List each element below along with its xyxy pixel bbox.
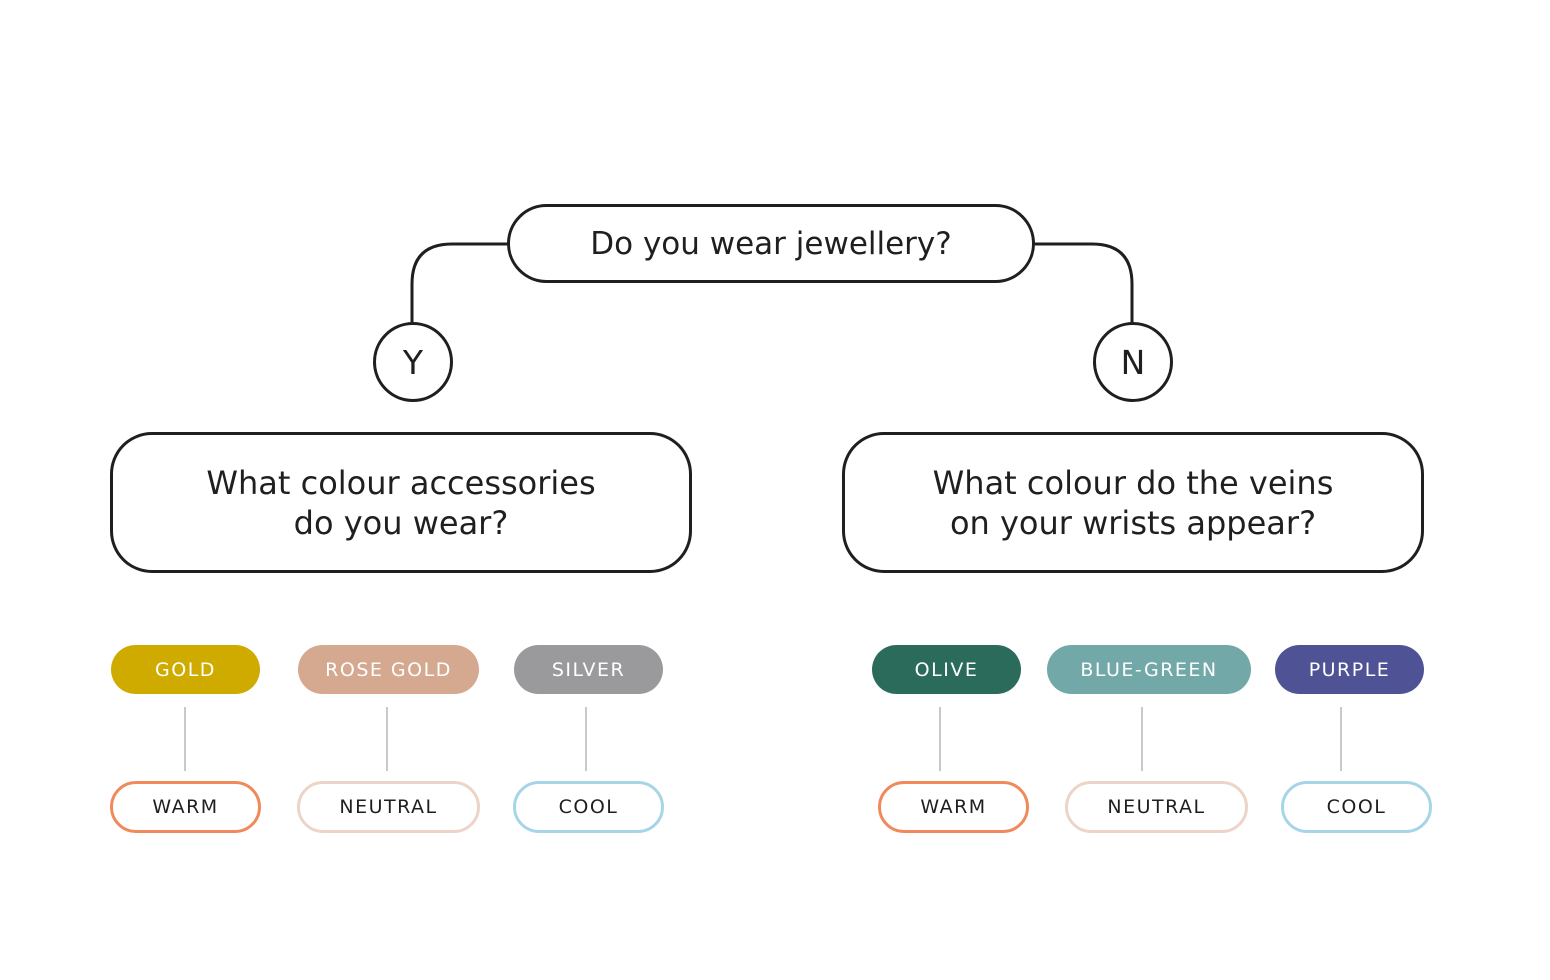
option-pill: SILVER: [514, 645, 663, 694]
option-pill: ROSE GOLD: [298, 645, 479, 694]
answer-yes-label: Y: [402, 342, 424, 382]
connector-root-to-yes: [410, 242, 509, 322]
root-question: Do you wear jewellery?: [507, 204, 1035, 283]
root-question-text: Do you wear jewellery?: [590, 225, 952, 262]
option-connector: [585, 707, 587, 771]
option-pill: GOLD: [111, 645, 260, 694]
option-connector: [184, 707, 186, 771]
option-label: ROSE GOLD: [325, 658, 452, 681]
option-label: BLUE-GREEN: [1080, 658, 1218, 681]
outcome-pill: WARM: [878, 781, 1029, 833]
outcome-pill: COOL: [513, 781, 664, 833]
option-label: PURPLE: [1308, 658, 1391, 681]
outcome-label: WARM: [920, 796, 987, 818]
option-pill: PURPLE: [1275, 645, 1424, 694]
answer-no-label: N: [1120, 342, 1146, 382]
no-branch-question-text: What colour do the veins on your wrists …: [932, 463, 1334, 542]
outcome-label: COOL: [1326, 796, 1387, 818]
outcome-pill: COOL: [1281, 781, 1432, 833]
option-pill: OLIVE: [872, 645, 1021, 694]
outcome-pill: WARM: [110, 781, 261, 833]
option-label: SILVER: [551, 658, 626, 681]
outcome-pill: NEUTRAL: [297, 781, 480, 833]
no-branch-question: What colour do the veins on your wrists …: [842, 432, 1424, 573]
outcome-label: COOL: [558, 796, 619, 818]
outcome-label: NEUTRAL: [339, 796, 438, 818]
option-pill: BLUE-GREEN: [1047, 645, 1251, 694]
yes-branch-question: What colour accessories do you wear?: [110, 432, 692, 573]
outcome-label: WARM: [152, 796, 219, 818]
option-label: GOLD: [155, 658, 216, 681]
answer-yes-node: Y: [373, 322, 453, 402]
outcome-label: NEUTRAL: [1107, 796, 1206, 818]
option-connector: [386, 707, 388, 771]
outcome-pill: NEUTRAL: [1065, 781, 1248, 833]
connector-root-to-no: [1033, 242, 1134, 322]
option-connector: [1340, 707, 1342, 771]
option-connector: [1141, 707, 1143, 771]
yes-branch-question-text: What colour accessories do you wear?: [206, 463, 596, 542]
option-label: OLIVE: [914, 658, 979, 681]
option-connector: [939, 707, 941, 771]
answer-no-node: N: [1093, 322, 1173, 402]
